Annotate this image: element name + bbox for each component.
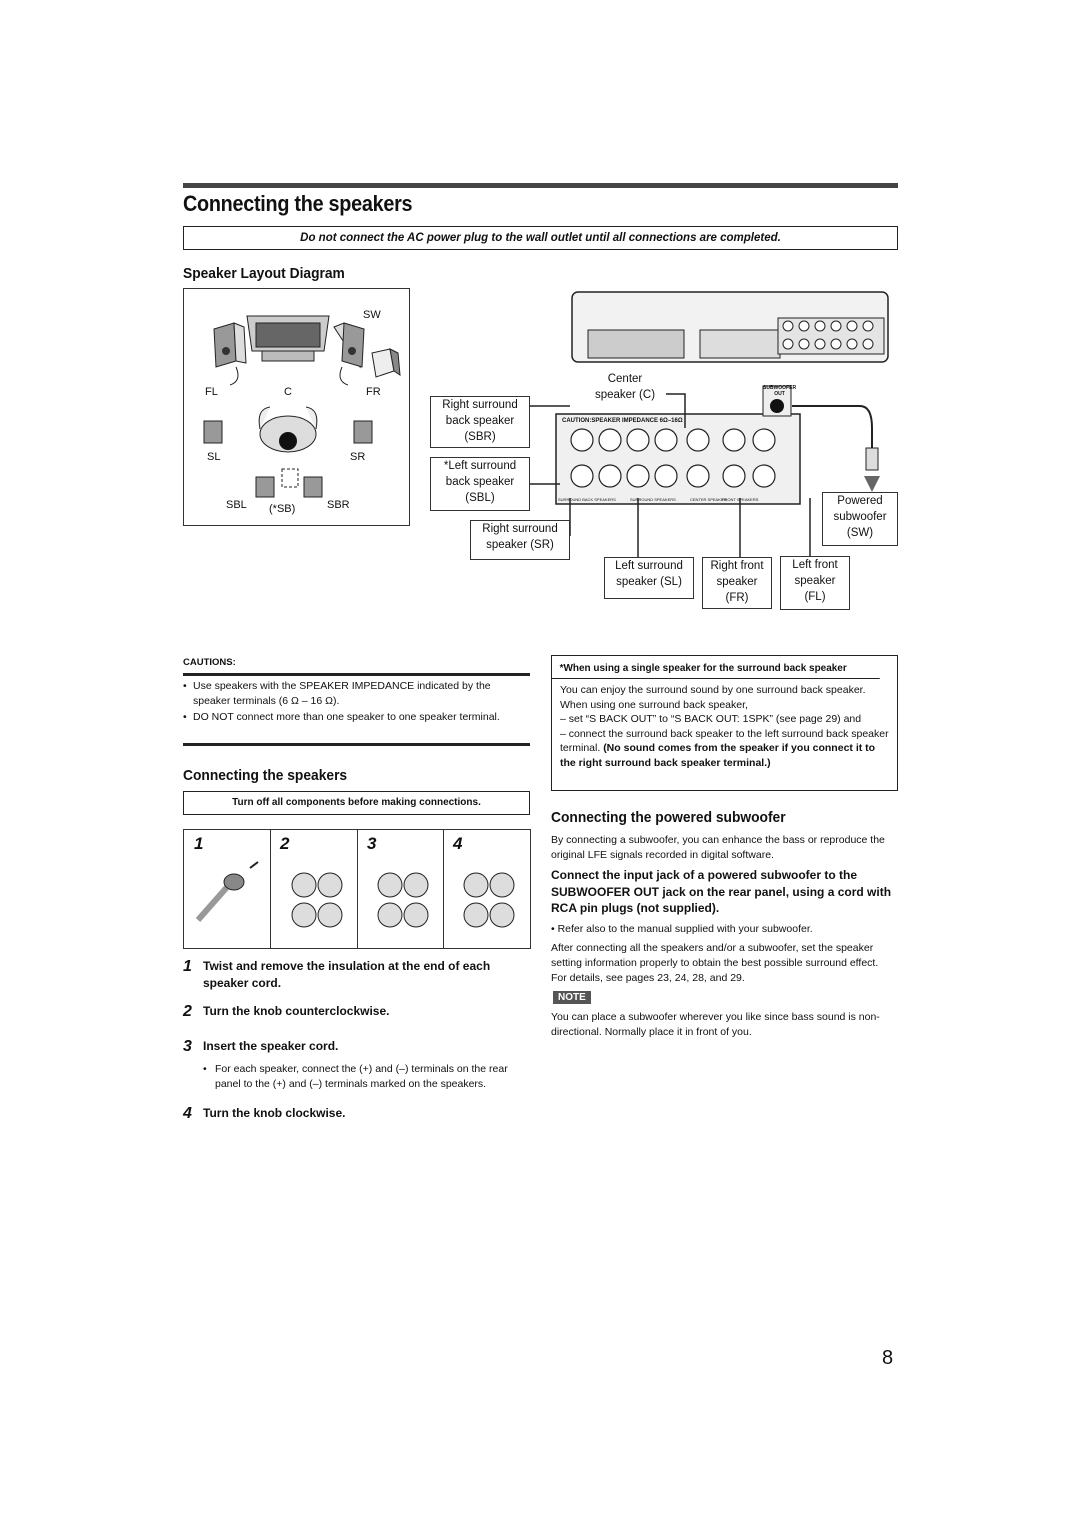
step-3-note: For each speaker, connect the (+) and (–… [215,1063,508,1090]
steps-illustration: 1 2 3 4 [183,829,531,949]
sw-speaker-label: Powered subwoofer (SW) [822,492,898,546]
sw-line-3: (SW) [846,527,874,539]
label-sr: SR [350,451,366,463]
caution-item-2: DO NOT connect more than one speaker to … [193,711,500,723]
label-fr: FR [366,386,381,398]
fr-line-3: (FR) [725,592,749,604]
group-front: FRONT SPEAKERS [722,497,759,502]
center-speaker-label: Center speaker (C) [590,371,660,405]
center-line-1: Center [607,373,643,385]
single-speaker-item-2: – connect the surround back speaker to t… [560,727,889,755]
sbr-line-2: back speaker [445,415,515,427]
subwoofer-after: After connecting all the speakers and/or… [551,942,879,984]
caution-item-1: Use speakers with the SPEAKER IMPEDANCE … [193,680,491,707]
sbl-line-2: back speaker [445,476,515,488]
sl-speaker-label: Left surround speaker (SL) [604,557,694,599]
fr-line-2: speaker [716,576,758,588]
cautions-heading: CAUTIONS: [183,657,236,668]
cautions-list: •Use speakers with the SPEAKER IMPEDANCE… [183,679,530,725]
step-4-num: 4 [183,1105,192,1122]
sr-line-1: Right surround [482,523,558,535]
single-speaker-heading: *When using a single speaker for the sur… [552,656,880,679]
group-sbs: SURROUND BACK SPEAKERS [558,497,616,502]
center-line-2: speaker (C) [594,389,656,401]
step-label-1: 1 [194,834,204,853]
step-drawings [195,861,515,928]
group-center: CENTER SPEAKER [690,497,727,502]
label-sw: SW [363,309,381,321]
sl-line-2: speaker (SL) [616,576,682,588]
layout-heading: Speaker Layout Diagram [183,265,345,282]
subwoofer-out-line-1: SUBWOOFER [763,385,797,391]
step-2-text: Turn the knob counterclockwise. [203,1004,390,1018]
turn-off-notice: Turn off all components before making co… [183,791,530,815]
sr-line-2: speaker (SR) [486,539,554,551]
sbl-speaker-label: *Left surround back speaker (SBL) [430,457,530,511]
sbr-line-1: Right surround [442,399,518,411]
step-2-num: 2 [183,1003,192,1020]
step-1-text: Twist and remove the insulation at the e… [203,959,491,990]
page-number: 8 [882,1347,894,1369]
label-sbl: SBL [226,499,247,511]
cautions-rule-bottom [183,743,530,746]
step-1-num: 1 [183,958,192,975]
sw-line-1: Powered [837,495,883,507]
sl-line-1: Left surround [615,560,683,572]
subwoofer-heading: Connecting the powered subwoofer [551,809,786,826]
step-3-text: Insert the speaker cord. [203,1039,339,1053]
title-rule [183,183,898,188]
fl-line-3: (FL) [804,591,826,603]
sw-line-2: subwoofer [833,511,887,523]
page-title: Connecting the speakers [183,191,413,216]
subwoofer-out-line-2: OUT [774,391,785,397]
single-speaker-item-2-bold: (No sound comes from the speaker if you … [560,742,876,769]
steps-list: 1 Twist and remove the insulation at the… [183,958,530,1123]
sbl-line-3: (SBL) [465,492,495,504]
fr-line-1: Right front [710,560,764,572]
single-speaker-box: *When using a single speaker for the sur… [551,655,898,791]
subwoofer-note: You can place a subwoofer wherever you l… [551,1011,880,1038]
group-ss: SURROUND SPEAKERS [630,497,676,502]
fr-speaker-label: Right front speaker (FR) [702,557,772,609]
subwoofer-intro: By connecting a subwoofer, you can enhan… [551,834,885,861]
single-speaker-item-1: – set “S BACK OUT” to “S BACK OUT: 1SPK”… [560,713,862,725]
step-label-4: 4 [453,834,463,853]
panel-caution-text: CAUTION:SPEAKER IMPEDANCE 6Ω–16Ω [562,418,683,424]
step-label-3: 3 [367,834,377,853]
step-3-num: 3 [183,1038,192,1055]
single-speaker-intro: You can enjoy the surround sound by one … [560,684,866,711]
subwoofer-refer: • Refer also to the manual supplied with… [551,923,813,935]
rear-panel-connection-diagram [530,291,889,580]
step-4-text: Turn the knob clockwise. [203,1106,346,1120]
label-sbr: SBR [327,499,350,511]
sbr-speaker-label: Right surround back speaker (SBR) [430,396,530,448]
subwoofer-instruction: Connect the input jack of a powered subw… [551,868,892,915]
label-sb: (*SB) [269,503,296,515]
label-fl: FL [205,386,218,398]
sbr-line-3: (SBR) [464,431,496,443]
subwoofer-out-label: SUBWOOFER OUT [763,385,796,397]
sbl-line-1: *Left surround [443,460,517,472]
warning-box: Do not connect the AC power plug to the … [183,226,898,250]
label-c: C [284,386,292,398]
note-badge: NOTE [553,991,591,1004]
fl-line-1: Left front [792,559,838,571]
speaker-layout-illustration [203,315,401,498]
step-label-2: 2 [280,834,290,853]
speaker-layout-diagram: SW FL C FR SL SR SBL (*SB) SBR [183,288,410,526]
sr-speaker-label: Right surround speaker (SR) [470,520,570,560]
connecting-heading: Connecting the speakers [183,767,348,784]
fl-speaker-label: Left front speaker (FL) [780,556,850,610]
cautions-rule [183,673,530,676]
fl-line-2: speaker [794,575,836,587]
label-sl: SL [207,451,221,463]
